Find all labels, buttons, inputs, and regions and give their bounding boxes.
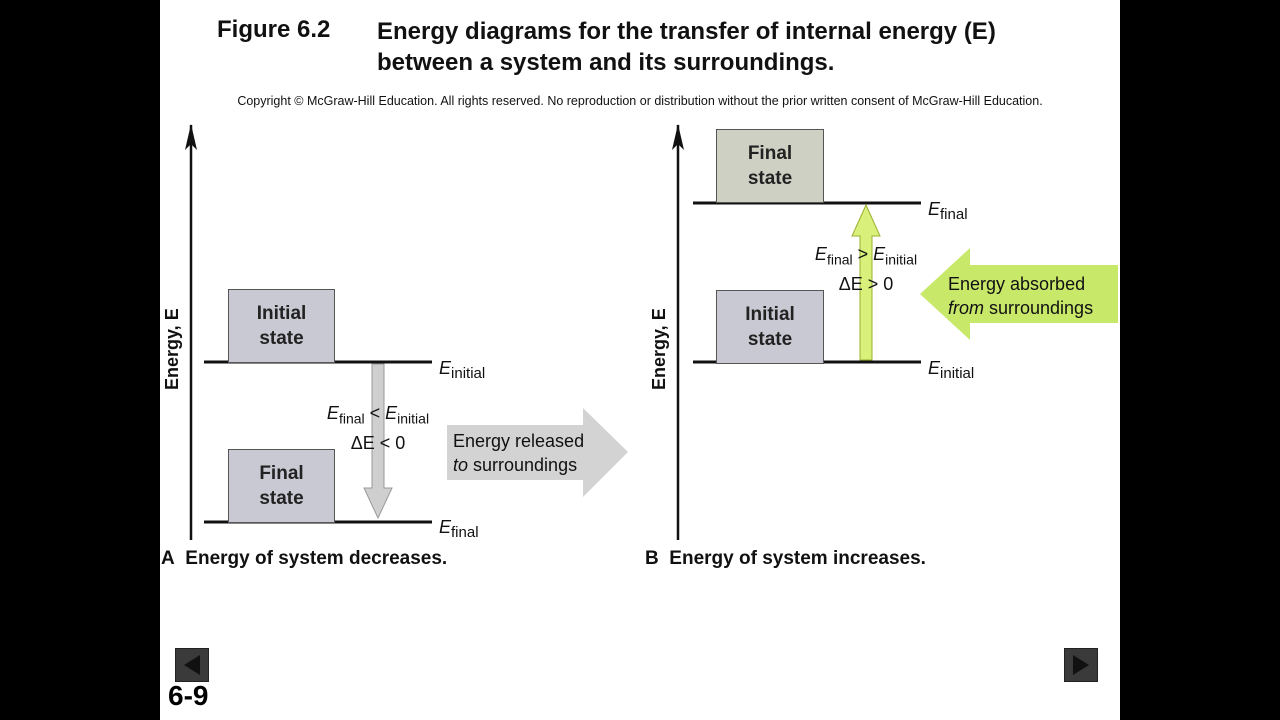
released-arrow-text: Energy released to surroundings bbox=[453, 431, 585, 475]
axis-arrowhead-a bbox=[185, 124, 197, 150]
absorbed-arrow-text: Energy absorbed from surroundings bbox=[948, 274, 1094, 318]
absorbed-arrow bbox=[920, 248, 1118, 340]
energy-axis-label-a: Energy, E bbox=[162, 308, 182, 390]
final-state-box-b: Final state bbox=[716, 129, 824, 203]
caption-b: B Energy of system increases. bbox=[645, 548, 926, 569]
caption-a: A Energy of system decreases. bbox=[161, 548, 448, 569]
right-triangle-icon bbox=[1073, 655, 1089, 675]
relation-a: Efinal < Einitial ΔE < 0 bbox=[326, 403, 430, 453]
e-initial-label-b: Einitial bbox=[928, 358, 975, 382]
figure-title: Energy diagrams for the transfer of inte… bbox=[377, 18, 996, 76]
e-final-label-a: Efinal bbox=[439, 517, 479, 541]
initial-state-box-b: Initial state bbox=[716, 290, 824, 364]
relation-b: Efinal > Einitial ΔE > 0 bbox=[814, 244, 918, 294]
next-slide-button[interactable] bbox=[1064, 648, 1098, 682]
final-state-box-a: Final state bbox=[228, 449, 335, 523]
slide-number: 6-9 bbox=[168, 680, 209, 711]
up-arrow-b bbox=[851, 203, 881, 361]
e-initial-label-a: Einitial bbox=[439, 358, 486, 382]
energy-axis-label-b: Energy, E bbox=[649, 308, 669, 390]
copyright-notice: Copyright © McGraw-Hill Education. All r… bbox=[237, 94, 1043, 108]
diagram-graphics bbox=[185, 124, 1118, 540]
figure-number: Figure 6.2 bbox=[217, 16, 331, 43]
left-triangle-icon bbox=[184, 655, 200, 675]
axis-arrowhead-b bbox=[672, 124, 684, 150]
previous-slide-button[interactable] bbox=[175, 648, 209, 682]
e-final-label-b: Efinal bbox=[928, 199, 968, 223]
released-arrow bbox=[447, 408, 628, 497]
initial-state-box-a: Initial state bbox=[228, 289, 335, 363]
down-arrow-a bbox=[363, 363, 393, 520]
slide: Figure 6.2 Energy diagrams for the trans… bbox=[160, 0, 1120, 720]
